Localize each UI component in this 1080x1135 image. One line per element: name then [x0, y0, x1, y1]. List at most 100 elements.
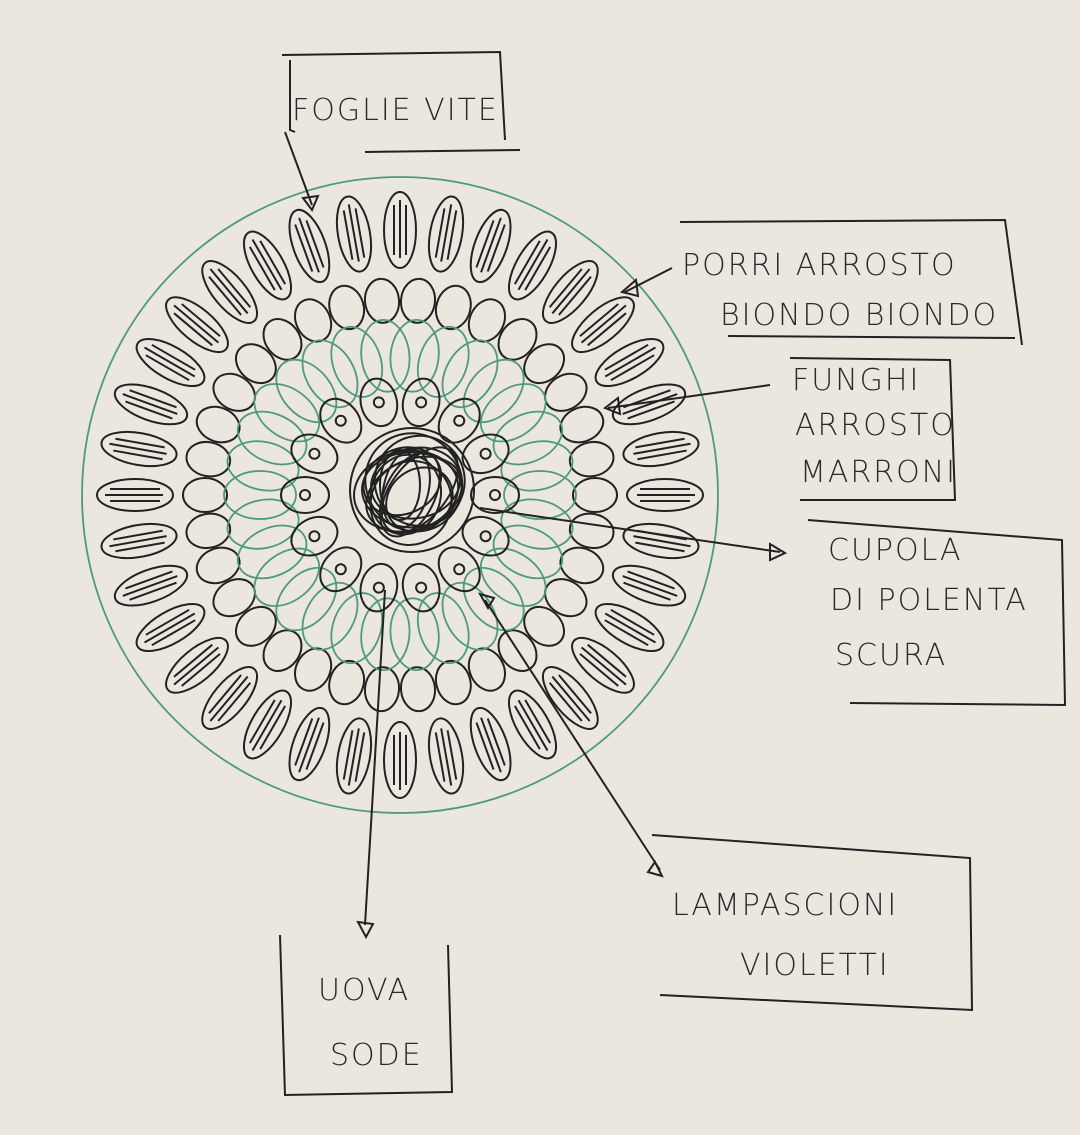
roast-leek	[235, 343, 277, 385]
leaf-outline	[113, 383, 189, 426]
egg-yolk	[334, 563, 347, 576]
lampascione	[290, 433, 339, 475]
label-foglie-text: FOGLIE VITE	[292, 93, 499, 128]
roast-leek	[235, 605, 277, 647]
leaf-outline	[611, 383, 687, 426]
mushroom	[500, 498, 574, 550]
vine-leaf	[242, 230, 293, 301]
lampascione	[319, 397, 363, 444]
lampascione	[470, 476, 520, 514]
label-uova-line2: SODE	[330, 1038, 423, 1073]
roast-leek	[293, 298, 333, 343]
vine-leaf	[288, 208, 331, 284]
leaf-veins	[144, 343, 196, 382]
vine-leaf	[571, 637, 635, 694]
leaf-outline	[594, 337, 665, 388]
label-lampascioni-line2: VIOLETTI	[740, 948, 890, 983]
roast-leek	[195, 546, 241, 585]
leaf-veins	[434, 728, 458, 786]
leaf-veins	[604, 343, 656, 382]
label-uova: UOVA SODE	[279, 589, 454, 1097]
leaf-veins	[513, 239, 552, 291]
roast-leek	[467, 647, 507, 692]
lampascione	[401, 377, 441, 428]
lampascione	[319, 546, 363, 593]
mushrooms-ring	[223, 318, 577, 672]
leaf-veins	[248, 699, 287, 751]
mushroom	[360, 318, 411, 393]
mushroom	[389, 318, 440, 393]
mushroom	[253, 547, 320, 607]
leaf-outline	[507, 230, 558, 301]
label-lampascioni-line1: LAMPASCIONI	[672, 888, 898, 923]
roast-leek	[262, 318, 303, 361]
roast-leek	[212, 578, 256, 618]
egg-yolk	[308, 447, 321, 460]
leaf-outline	[594, 602, 665, 653]
leaf-outline	[135, 602, 206, 653]
vine-leaf	[622, 522, 700, 560]
lampascione	[280, 476, 330, 514]
leaf-veins	[637, 488, 695, 502]
lampascione	[461, 515, 510, 557]
label-uova-line1: UOVA	[318, 973, 410, 1008]
roast-leek	[434, 659, 472, 706]
leaf-outline	[288, 706, 331, 782]
leaf-outline	[335, 717, 373, 795]
leaf-veins	[144, 608, 196, 647]
leaf-outline	[335, 195, 373, 273]
mushroom	[492, 524, 564, 580]
leaf-veins	[294, 717, 325, 773]
vine-leaf	[335, 195, 373, 273]
leaf-veins	[633, 437, 691, 461]
leaf-veins	[393, 732, 407, 790]
label-lampascioni: LAMPASCIONI VIOLETTI	[477, 592, 974, 1012]
leaf-veins	[248, 239, 287, 291]
label-cupola-line2: DI POLENTA	[830, 583, 1028, 618]
roast-leek	[568, 440, 615, 478]
mushroom	[441, 339, 499, 409]
polenta-scribble	[353, 449, 460, 533]
vine-leaf	[113, 564, 189, 607]
leaf-veins	[342, 728, 366, 786]
vine-leaf	[135, 602, 206, 653]
label-funghi-line1: FUNGHI	[792, 363, 920, 398]
roast-leek	[363, 277, 401, 324]
leaf-outline	[622, 522, 700, 560]
egg-yolk	[479, 530, 492, 543]
leaf-outline	[165, 296, 229, 353]
roast-leek	[399, 277, 437, 324]
leaf-veins	[342, 204, 366, 262]
roast-leek	[568, 512, 615, 550]
mushroom	[223, 470, 297, 520]
plate-drawing	[81, 176, 719, 814]
egg-yolk	[479, 447, 492, 460]
mushroom	[389, 597, 440, 672]
roast-leek	[182, 477, 228, 513]
vine-leaf	[611, 564, 687, 607]
vine-leaf	[165, 296, 229, 353]
roast-leek	[293, 647, 333, 692]
vine-leaf	[100, 522, 178, 560]
roast-leek	[544, 578, 588, 618]
mushroom	[275, 358, 338, 424]
leaf-veins	[548, 268, 592, 316]
egg-yolk	[308, 530, 321, 543]
mushroom	[480, 547, 547, 607]
mushroom	[226, 440, 300, 492]
vine-leaf	[383, 721, 417, 799]
leaf-outline	[427, 195, 465, 273]
leaf-veins	[294, 217, 325, 273]
mushroom	[480, 383, 547, 443]
leaf-outline	[507, 689, 558, 760]
roast-leek	[399, 666, 437, 713]
leaf-outline	[542, 260, 599, 324]
leaf-veins	[633, 529, 691, 553]
roast-leek	[185, 512, 232, 550]
leaf-veins	[208, 674, 252, 722]
leaf-veins	[122, 389, 178, 420]
mushroom	[492, 410, 564, 466]
vine-leaf	[165, 637, 229, 694]
egg-yolk	[415, 396, 428, 409]
egg-yolk	[372, 581, 385, 594]
